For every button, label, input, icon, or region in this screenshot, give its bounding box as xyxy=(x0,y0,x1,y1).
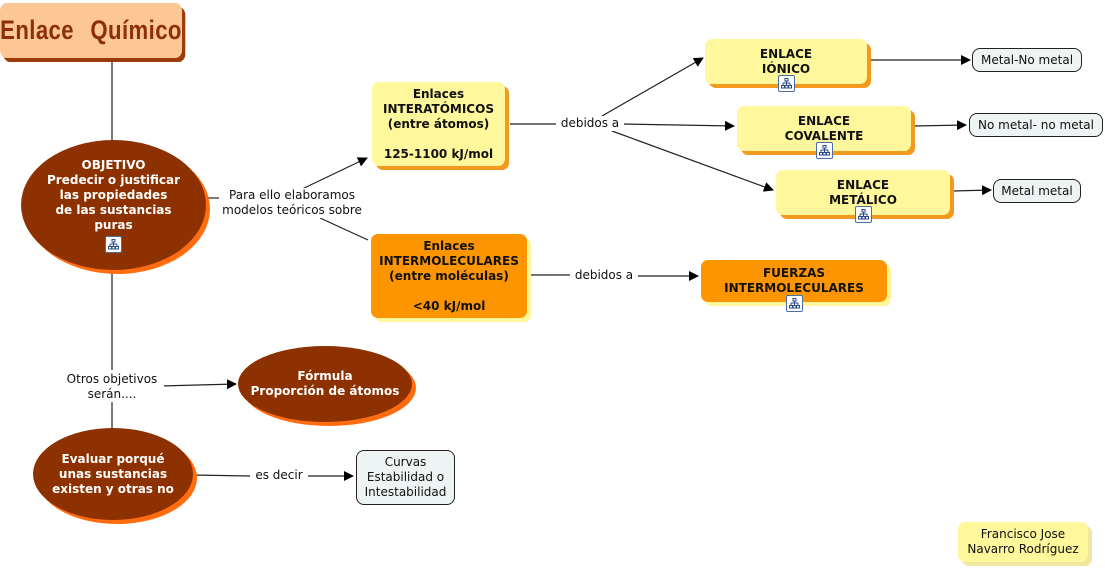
linking-phrase-debidos-a-1: debidos a xyxy=(556,116,624,131)
link-debidos-ionico xyxy=(601,57,704,117)
objetivo-node[interactable]: OBJETIVO Predecir o justificar las propi… xyxy=(21,140,206,270)
link-debidos-covalente xyxy=(621,120,735,131)
link-metalico-example xyxy=(952,185,992,196)
no-metal-no-metal-text: No metal- no metal xyxy=(978,117,1094,132)
objetivo-text: OBJETIVO Predecir o justificar las propi… xyxy=(47,157,180,232)
link-paraello-interatomicos xyxy=(299,157,368,191)
intermoleculares-text: Enlaces INTERMOLECULARES (entre molécula… xyxy=(379,238,519,313)
author-node[interactable]: Francisco Jose Navarro Rodríguez xyxy=(958,522,1088,562)
title-text: Enlace Químico xyxy=(0,15,182,45)
link-evaluar-esdecir xyxy=(191,474,251,477)
metal-metal-node[interactable]: Metal metal xyxy=(993,179,1081,203)
linking-phrase-debidos-a-2: debidos a xyxy=(570,268,638,283)
linking-phrase-para-ello: Para ello elaboramos modelos teóricos so… xyxy=(219,188,365,218)
linking-phrase-es-decir: es decir xyxy=(250,468,308,483)
submap-icon[interactable] xyxy=(785,295,803,312)
metal-no-metal-node[interactable]: Metal-No metal xyxy=(972,48,1082,72)
enlace-ionico-text: ENLACE IÓNICO xyxy=(759,46,813,76)
enlace-ionico-node[interactable]: ENLACE IÓNICO xyxy=(705,39,867,92)
evaluar-text: Evaluar porqué unas sustancias existen y… xyxy=(52,451,174,496)
formula-node[interactable]: Fórmula Proporción de átomos xyxy=(238,346,412,422)
author-text: Francisco Jose Navarro Rodríguez xyxy=(967,527,1079,556)
enlace-covalente-text: ENLACE COVALENTE xyxy=(784,113,864,143)
enlace-covalente-node[interactable]: ENLACE COVALENTE xyxy=(737,106,911,159)
fuerzas-intermoleculares-node[interactable]: FUERZAS INTERMOLECULARES xyxy=(701,260,887,312)
submap-icon[interactable] xyxy=(815,142,833,159)
fuerzas-text: FUERZAS INTERMOLECULARES xyxy=(724,266,864,295)
intermoleculares-node[interactable]: Enlaces INTERMOLECULARES (entre molécula… xyxy=(371,234,527,318)
link-debidos-metalico xyxy=(611,130,774,192)
enlace-metalico-text: ENLACE METÁLICO xyxy=(829,177,897,207)
link-otros-formula xyxy=(159,379,237,390)
no-metal-no-metal-node[interactable]: No metal- no metal xyxy=(969,113,1103,137)
link-paraello-intermoleculares xyxy=(319,217,369,241)
submap-icon[interactable] xyxy=(777,75,795,92)
evaluar-node[interactable]: Evaluar porqué unas sustancias existen y… xyxy=(33,428,193,520)
formula-text: Fórmula Proporción de átomos xyxy=(250,369,400,398)
enlace-metalico-node[interactable]: ENLACE METÁLICO xyxy=(776,170,950,223)
linking-phrase-otros-objetivos: Otros objetivos serán.... xyxy=(60,372,164,402)
metal-metal-text: Metal metal xyxy=(1001,183,1073,198)
curvas-node[interactable]: Curvas Estabilidad o Intestabilidad xyxy=(356,450,455,505)
submap-icon[interactable] xyxy=(854,206,872,223)
submap-icon[interactable] xyxy=(105,235,122,253)
interatomicos-text: Enlaces INTERATÓMICOS (entre átomos) 125… xyxy=(383,86,494,161)
curvas-text: Curvas Estabilidad o Intestabilidad xyxy=(364,455,447,499)
interatomicos-node[interactable]: Enlaces INTERATÓMICOS (entre átomos) 125… xyxy=(372,82,505,166)
title-node[interactable]: Enlace Químico xyxy=(0,3,183,58)
metal-no-metal-text: Metal-No metal xyxy=(980,52,1074,67)
link-covalente-example xyxy=(913,120,967,131)
